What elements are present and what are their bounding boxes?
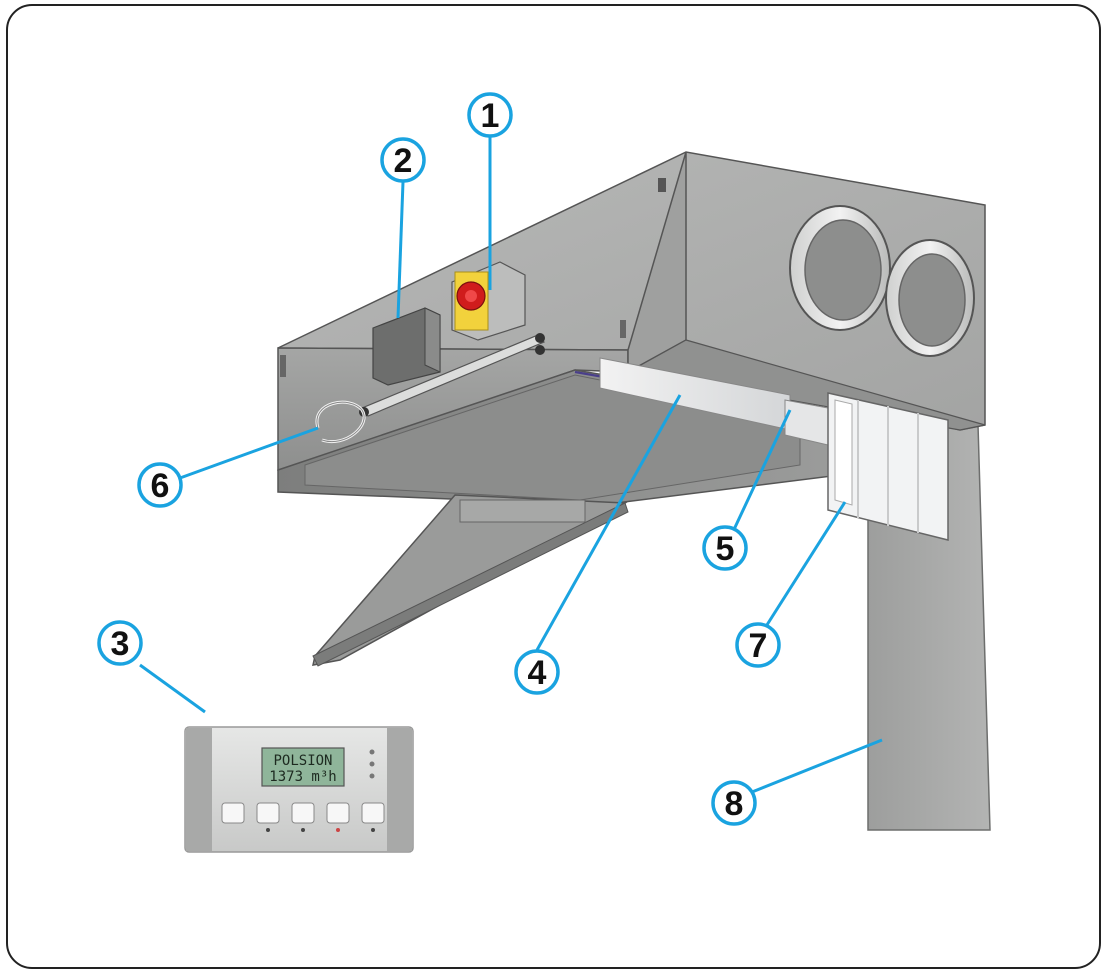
controller-button-3 [291, 802, 315, 824]
leader-2 [396, 181, 405, 319]
controller-button-5 [361, 802, 385, 824]
latch-left [280, 355, 286, 377]
callout-7-label: 7 [749, 627, 768, 665]
latch-top [658, 178, 666, 192]
controller-button-4 [326, 802, 350, 824]
leader-4 [535, 394, 682, 651]
controller-button-2 [256, 802, 280, 824]
drop-down-panel-edge [312, 502, 629, 667]
callout-5: 5 [702, 525, 748, 571]
callout-3: 3 [97, 620, 143, 666]
leader-8 [751, 738, 883, 794]
callout-1: 1 [467, 92, 513, 138]
controller-led-2 [369, 761, 375, 767]
callout-7: 7 [735, 622, 781, 668]
latch-mid [620, 320, 626, 338]
callout-4-label: 4 [528, 654, 547, 692]
isolator-switch-1 [451, 261, 526, 341]
controller-lcd [261, 747, 345, 787]
controller-button-1 [221, 802, 245, 824]
underside-rail [459, 499, 586, 523]
leader-6 [179, 426, 319, 480]
callout-8-label: 8 [725, 785, 744, 823]
lcd-line-1: POLSION [273, 753, 332, 769]
diagram-frame [6, 4, 1101, 969]
callout-8: 8 [711, 780, 757, 826]
lcd-line-2: 1373 m³h [269, 769, 336, 785]
filter-7 [827, 392, 949, 541]
controller-led-3 [369, 773, 375, 779]
duct-spigot-1 [789, 205, 891, 331]
leader-7 [763, 501, 847, 629]
callout-2: 2 [380, 137, 426, 183]
duct-spigot-2 [885, 239, 975, 357]
remote-controller-3: POLSION 1373 m³h [184, 726, 414, 853]
controller-led-1 [369, 749, 375, 755]
cable-loop-outline [316, 401, 365, 443]
callout-6-label: 6 [151, 467, 170, 505]
callout-6: 6 [137, 462, 183, 508]
electrical-box-2 [372, 307, 441, 386]
leader-5 [728, 409, 792, 539]
callout-3-label: 3 [111, 625, 130, 663]
unit-underside-inner [304, 374, 801, 501]
callout-1-label: 1 [481, 97, 500, 135]
leader-3 [139, 663, 206, 714]
callout-4: 4 [514, 649, 560, 695]
callout-5-label: 5 [716, 530, 735, 568]
callout-2-label: 2 [394, 142, 413, 180]
leader-lines [139, 135, 883, 794]
